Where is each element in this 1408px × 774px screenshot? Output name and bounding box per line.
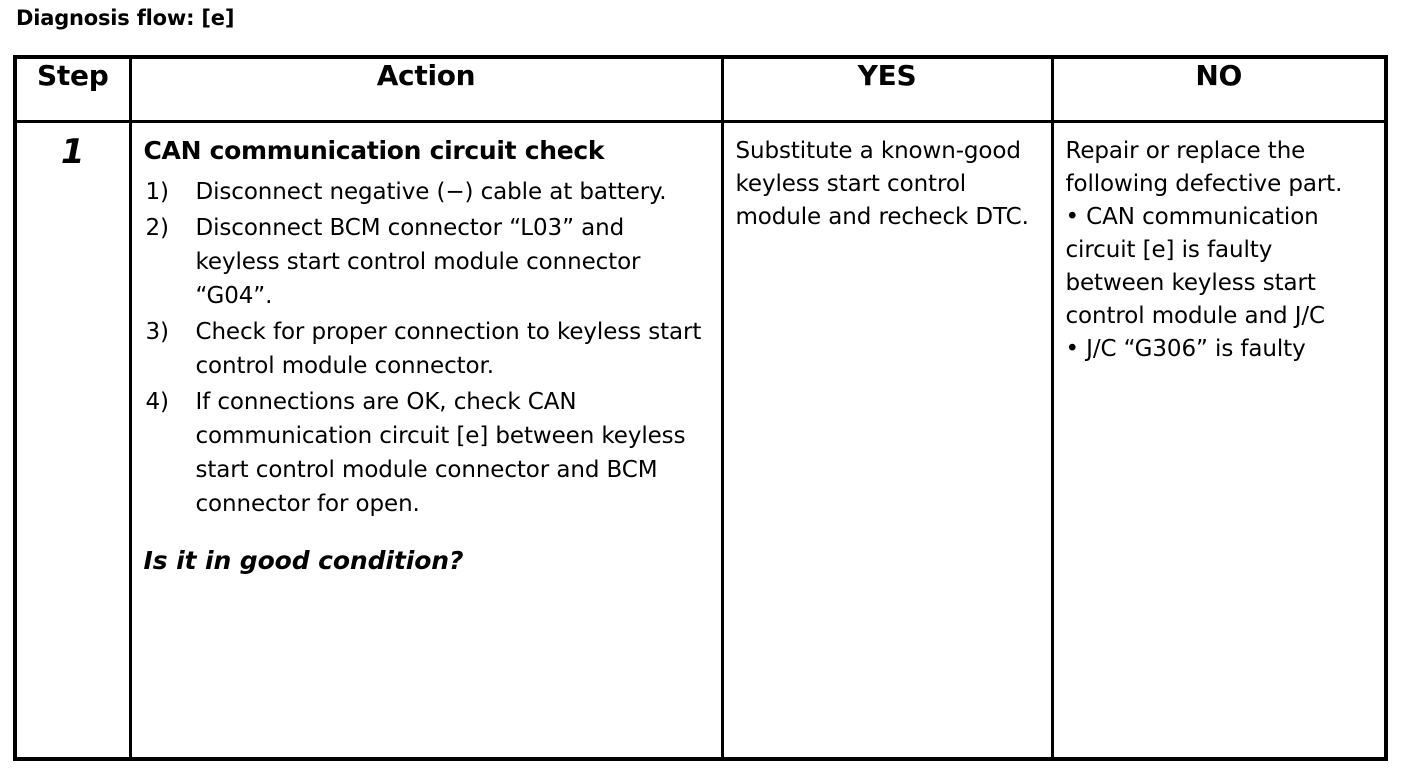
action-step-text: If connections are OK, check CAN communi… bbox=[195, 388, 686, 517]
column-header-yes: YES bbox=[720, 55, 1054, 123]
action-step-item: 2) Disconnect BCM connector “L03” and ke… bbox=[144, 211, 711, 313]
action-step-item: 1) Disconnect negative (−) cable at batt… bbox=[144, 175, 711, 209]
column-header-step: Step bbox=[13, 55, 132, 123]
column-header-no: NO bbox=[1050, 55, 1388, 123]
action-step-list: 1) Disconnect negative (−) cable at batt… bbox=[144, 175, 711, 521]
no-result-bullet: • CAN communication circuit [e] is fault… bbox=[1065, 203, 1326, 329]
table-header: Step Action YES NO bbox=[13, 55, 1388, 123]
step-cell: 1 bbox=[13, 119, 132, 761]
action-heading: CAN communication circuit check bbox=[143, 135, 605, 165]
diagnosis-flow-table: Step Action YES NO 1 CAN communication c… bbox=[13, 55, 1388, 761]
action-cell: CAN communication circuit check 1) Disco… bbox=[128, 119, 724, 761]
page-title: Diagnosis flow: [e] bbox=[16, 6, 235, 30]
action-step-item: 4) If connections are OK, check CAN comm… bbox=[144, 385, 711, 521]
no-result-bullet: • J/C “G306” is faulty bbox=[1065, 335, 1306, 362]
no-cell: Repair or replace the following defectiv… bbox=[1050, 119, 1388, 761]
yes-result-text: Substitute a known-good keyless start co… bbox=[735, 137, 1029, 230]
yes-cell: Substitute a known-good keyless start co… bbox=[720, 119, 1054, 761]
action-step-text: Disconnect BCM connector “L03” and keyle… bbox=[195, 214, 641, 309]
action-step-marker: 4) bbox=[145, 388, 170, 415]
action-step-marker: 1) bbox=[145, 178, 170, 205]
no-result-intro: Repair or replace the following defectiv… bbox=[1065, 137, 1343, 197]
action-step-text: Check for proper connection to keyless s… bbox=[195, 318, 702, 379]
table-header-row: Step Action YES NO bbox=[13, 55, 1388, 123]
table-row: 1 CAN communication circuit check 1) Dis… bbox=[13, 119, 1388, 761]
step-number: 1 bbox=[60, 131, 85, 172]
table-body: 1 CAN communication circuit check 1) Dis… bbox=[13, 119, 1388, 761]
action-step-marker: 3) bbox=[145, 318, 170, 345]
action-question: Is it in good condition? bbox=[143, 545, 464, 575]
action-step-marker: 2) bbox=[145, 214, 170, 241]
column-header-action: Action bbox=[128, 55, 724, 123]
action-step-item: 3) Check for proper connection to keyles… bbox=[144, 315, 711, 383]
action-step-text: Disconnect negative (−) cable at battery… bbox=[195, 178, 667, 205]
